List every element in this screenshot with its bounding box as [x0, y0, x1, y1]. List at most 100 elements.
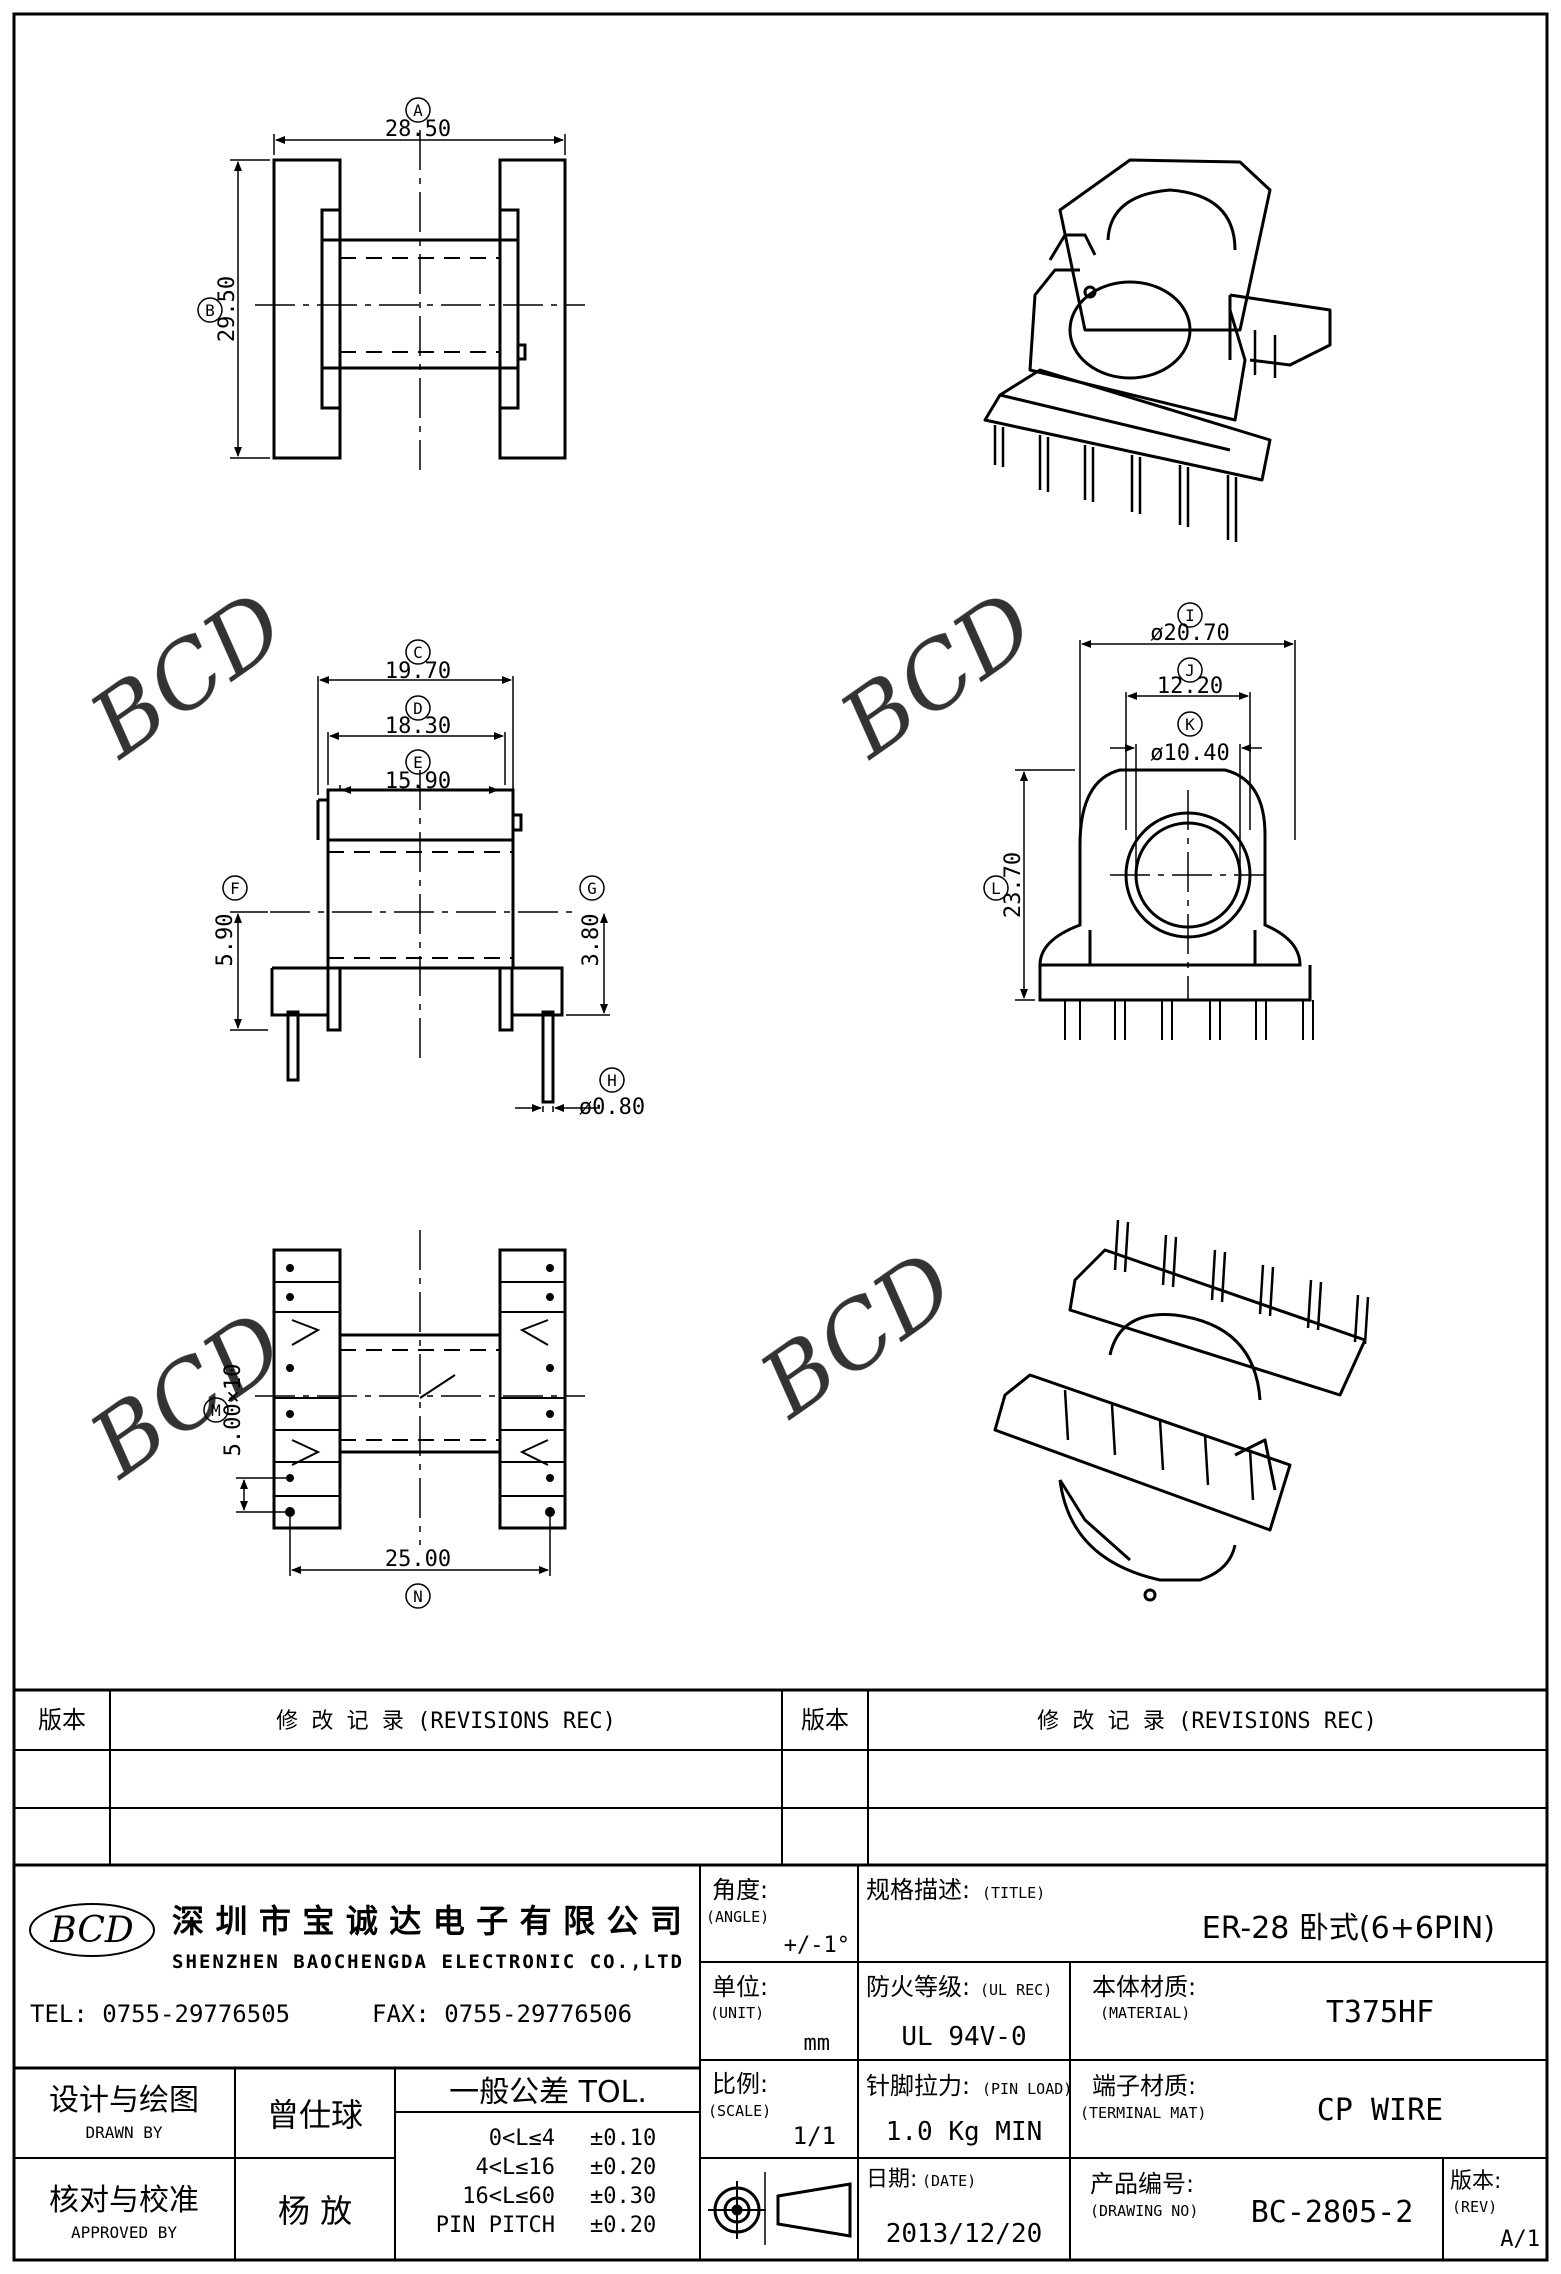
- dim-k: K ø10.40: [1150, 711, 1230, 766]
- date-label: 日期:: [866, 2167, 917, 2192]
- rec-col-left: 修 改 记 录 (REVISIONS REC): [276, 1709, 616, 1734]
- approved-label: 核对与校准: [49, 2183, 199, 2218]
- dim-b-letter: B: [205, 301, 215, 320]
- dim-n: 25.00 N: [385, 1547, 451, 1609]
- dim-g-value: 3.80: [579, 914, 604, 967]
- dim-h-letter: H: [607, 1071, 617, 1090]
- tol-value-3: ±0.30: [590, 2184, 656, 2209]
- tol-table: 0<L≤4 ±0.10 4<L≤16 ±0.20 16<L≤60 ±0.30 P…: [436, 2126, 656, 2238]
- company-name-cn: 深圳市宝诚达电子有限公司: [172, 1902, 682, 1940]
- rev-label-en: (REV): [1452, 2198, 1497, 2216]
- scale-value: 1/1: [793, 2122, 836, 2150]
- dim-g: G 3.80: [579, 875, 605, 967]
- tol-value-4: ±0.20: [590, 2213, 656, 2238]
- dim-m: M 5.00×10: [203, 1364, 246, 1457]
- rev-col-right: 版本: [801, 1706, 849, 1734]
- watermark-4: BCD: [741, 1232, 974, 1439]
- terminal-label: 端子材质:: [1092, 2072, 1196, 2100]
- dim-f-letter: F: [230, 879, 240, 898]
- dim-a: A 28.50: [385, 97, 451, 142]
- dim-e-value: 15.90: [385, 769, 451, 794]
- company-logo: BCD: [29, 1903, 155, 1957]
- dim-l: L 23.70: [983, 852, 1026, 918]
- rec-col-right: 修 改 记 录 (REVISIONS REC): [1037, 1709, 1377, 1734]
- watermark-1: BCD: [71, 572, 304, 779]
- bottom-view-dims: [236, 1477, 551, 1576]
- drawn-label-en: DRAWN BY: [85, 2123, 162, 2142]
- dim-i-value: ø20.70: [1150, 621, 1229, 646]
- side-view: [1038, 768, 1314, 1040]
- material-value: T375HF: [1326, 1995, 1434, 2030]
- dim-k-letter: K: [1185, 715, 1195, 734]
- pinload-label: 针脚拉力:: [866, 2072, 970, 2100]
- dim-d: D 18.30: [385, 695, 451, 739]
- dim-n-letter: N: [413, 1587, 423, 1606]
- material-label-en: (MATERIAL): [1100, 2004, 1190, 2022]
- material-label: 本体材质:: [1092, 1973, 1196, 2001]
- terminal-label-en: (TERMINAL MAT): [1080, 2104, 1206, 2122]
- dim-j-letter: J: [1185, 661, 1195, 680]
- tol-range-4: PIN PITCH: [436, 2213, 555, 2238]
- sheet-border: [12, 12, 1549, 2262]
- unit-label: 单位:: [712, 1973, 768, 2001]
- drawno-value: BC-2805-2: [1251, 2195, 1414, 2230]
- logo-text: BCD: [49, 1910, 134, 1951]
- dim-k-value: ø10.40: [1150, 741, 1229, 766]
- title-label-en: (TITLE): [982, 1884, 1045, 1902]
- dim-i-letter: I: [1185, 606, 1195, 625]
- unit-label-en: (UNIT): [710, 2004, 764, 2022]
- ul-value: UL 94V-0: [901, 2022, 1026, 2052]
- approved-name: 杨 放: [278, 2192, 352, 2230]
- dim-a-letter: A: [413, 101, 423, 120]
- dim-f: F 5.90: [213, 875, 248, 966]
- company-name-en: SHENZHEN BAOCHENGDA ELECTRONIC CO.,LTD: [172, 1951, 682, 1973]
- drawn-label: 设计与绘图: [49, 2083, 199, 2118]
- drawn-name: 曾仕球: [267, 2096, 363, 2134]
- side-view-dims: [1015, 640, 1296, 1001]
- dim-d-value: 18.30: [385, 714, 451, 739]
- pinload-label-en: (PIN LOAD): [982, 2080, 1072, 2098]
- top-view-dims: [230, 134, 566, 459]
- date-label-en: (DATE): [922, 2172, 976, 2190]
- scale-label-en: (SCALE): [708, 2102, 771, 2120]
- front-view: [270, 770, 580, 1104]
- tol-range-1: 0<L≤4: [489, 2126, 555, 2151]
- unit-value: mm: [804, 2031, 831, 2056]
- bottom-view: [255, 1230, 585, 1545]
- dim-a-value: 28.50: [385, 117, 451, 142]
- title-value: ER-28 卧式(6+6PIN): [1202, 1911, 1495, 1946]
- angle-value: +/-1°: [784, 1933, 850, 1958]
- dim-b-value: 29.50: [215, 276, 240, 342]
- rev-col-left: 版本: [38, 1706, 86, 1734]
- drawno-label-en: (DRAWING NO): [1090, 2202, 1198, 2220]
- tol-range-2: 4<L≤16: [476, 2155, 555, 2180]
- company-fax: FAX: 0755-29776506: [372, 2000, 632, 2028]
- dim-m-letter: M: [211, 1401, 221, 1420]
- date-value: 2013/12/20: [886, 2219, 1043, 2249]
- terminal-value: CP WIRE: [1317, 2093, 1443, 2128]
- dim-c: C 19.70: [385, 639, 451, 684]
- approved-label-en: APPROVED BY: [71, 2223, 177, 2242]
- company-tel: TEL: 0755-29776505: [30, 2000, 290, 2028]
- rev-label: 版本:: [1450, 2169, 1501, 2194]
- dim-b: B 29.50: [197, 276, 240, 342]
- front-view-dims: [230, 676, 610, 1112]
- dim-i: I ø20.70: [1150, 602, 1230, 646]
- isometric-view-bottom: [993, 1219, 1370, 1602]
- dim-h-value: ø0.80: [579, 1095, 645, 1120]
- dim-j-value: 12.20: [1157, 674, 1223, 699]
- dim-c-value: 19.70: [385, 659, 451, 684]
- dim-c-letter: C: [413, 643, 423, 662]
- ul-label: 防火等级:: [866, 1973, 970, 2001]
- dim-e: E 15.90: [385, 749, 451, 794]
- dim-l-value: 23.70: [1001, 852, 1026, 918]
- dim-h: H ø0.80: [579, 1067, 645, 1120]
- dim-n-value: 25.00: [385, 1547, 451, 1572]
- dim-l-letter: L: [991, 879, 1001, 898]
- dim-e-letter: E: [413, 753, 423, 772]
- watermark-2: BCD: [821, 572, 1054, 779]
- dim-m-value: 5.00×10: [221, 1364, 246, 1457]
- drawno-label: 产品编号:: [1090, 2170, 1194, 2198]
- title-block-grid: [14, 1688, 1547, 2260]
